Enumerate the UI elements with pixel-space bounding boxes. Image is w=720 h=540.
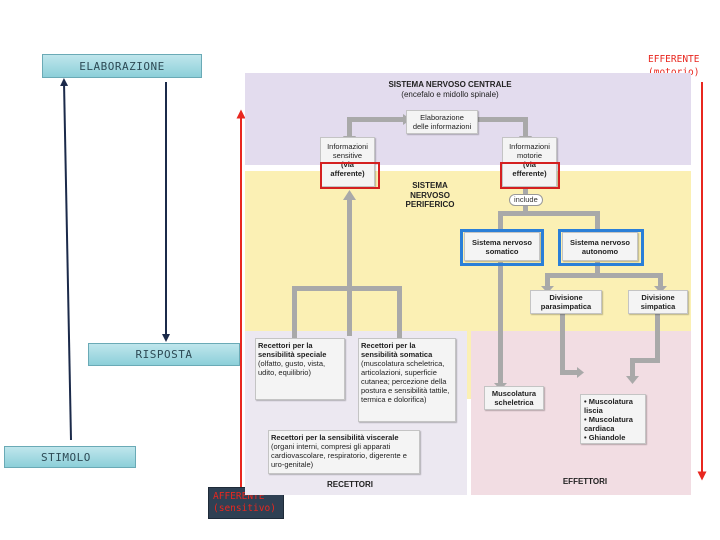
autonomo-line1: Sistema nervoso	[569, 238, 631, 247]
effettori-item: • Muscolatura cardiaca	[584, 415, 633, 433]
via-afferente-line1: (via	[341, 160, 354, 169]
pipe	[523, 117, 528, 137]
simpatica-node: Divisione simpatica	[628, 290, 688, 314]
pipe	[595, 211, 600, 231]
somatico-node: Sistema nervoso somatico	[464, 232, 540, 261]
efferente-line1: EFFERENTE	[648, 54, 700, 65]
via-afferente-line2: afferente)	[330, 169, 365, 178]
recettori-somatica-body: (muscolatura scheletrica, articolazioni,…	[361, 359, 450, 404]
pipe	[560, 370, 578, 375]
recettori-speciale-title-1: Recettori per la	[258, 341, 313, 350]
parasimpatica-node: Divisione parasimpatica	[530, 290, 602, 314]
pipe	[630, 358, 660, 363]
autonomo-highlight	[558, 229, 644, 266]
effettori-item: • Muscolatura liscia	[584, 397, 633, 415]
recettori-speciale-body: (olfatto, gusto, vista, udito, equilibri…	[258, 359, 326, 377]
via-efferente-line2: efferente)	[512, 169, 547, 178]
afferente-line1: AFFERENTE	[213, 491, 265, 502]
arrowhead-to-simpatica	[654, 286, 667, 293]
risposta-text: RISPOSTA	[135, 348, 193, 361]
snc-title: SISTEMA NERVOSO CENTRALE (encefalo e mid…	[360, 80, 540, 99]
pipe	[498, 262, 503, 384]
pipe	[397, 286, 402, 338]
somatico-line1: Sistema nervoso	[471, 238, 533, 247]
snp-line1: SISTEMA	[412, 181, 448, 190]
arrowhead-to-effettori-list-1	[577, 367, 584, 378]
info-sensitive-line1: Informazioni	[327, 142, 368, 151]
recettori-viscerale-node: Recettori per la sensibilità viscerale (…	[268, 430, 420, 474]
pipe	[478, 117, 528, 122]
autonomo-node: Sistema nervoso autonomo	[562, 232, 638, 261]
pipe	[595, 262, 600, 276]
snp-title: SISTEMA NERVOSO PERIFERICO	[395, 181, 465, 210]
pipe	[292, 286, 402, 291]
via-efferente-line1: (via	[523, 160, 536, 169]
pipe	[545, 273, 550, 287]
risposta-label: RISPOSTA	[88, 343, 240, 366]
snc-title-text: SISTEMA NERVOSO CENTRALE	[388, 80, 512, 89]
muscolatura-scheletrica-line2: scheletrica	[494, 398, 534, 407]
elaborazione-node-line2: delle informazioni	[412, 122, 472, 131]
parasimpatica-line2: parasimpatica	[540, 302, 592, 311]
pipe	[560, 314, 565, 374]
include-pill: include	[509, 194, 543, 206]
via-efferente-highlight	[500, 162, 560, 189]
pipe	[347, 194, 352, 336]
effettori-list-node: • Muscolatura liscia • Muscolatura cardi…	[580, 394, 646, 444]
recettori-label: RECETTORI	[310, 480, 390, 490]
stimolo-label: STIMOLO	[4, 446, 136, 468]
recettori-speciale-title-2: sensibilità speciale	[258, 350, 327, 359]
pipe	[545, 273, 663, 278]
efferente-line2: (motorio)	[648, 66, 699, 79]
recettori-somatica-title-1: Recettori per la	[361, 341, 416, 350]
effettori-label: EFFETTORI	[545, 477, 625, 487]
info-sensitive-line2: sensitive	[332, 151, 363, 160]
simpatica-line1: Divisione	[641, 293, 675, 302]
simpatica-line2: simpatica	[640, 302, 676, 311]
recettori-somatica-node: Recettori per la sensibilità somatica (m…	[358, 338, 456, 422]
pipe	[347, 117, 405, 122]
recettori-label-text: RECETTORI	[326, 480, 374, 489]
snc-subtitle-text: (encefalo e midollo spinale)	[401, 89, 499, 99]
pipe	[630, 358, 635, 378]
arrowhead-to-effettori-list-2	[626, 376, 639, 384]
somatico-line2: somatico	[485, 247, 519, 256]
somatico-highlight	[460, 229, 544, 266]
pipe	[658, 273, 663, 287]
parasimpatica-line1: Divisione	[549, 293, 583, 302]
muscolatura-scheletrica-node: Muscolatura scheletrica	[484, 386, 544, 410]
via-afferente-highlight	[320, 162, 380, 189]
snp-line3: PERIFERICO	[405, 200, 455, 209]
effettori-item: • Ghiandole	[584, 433, 626, 442]
pipe	[498, 211, 503, 231]
arrowhead-up-to-via-afferente	[343, 190, 356, 200]
snp-line2: NERVOSO	[410, 190, 450, 200]
pipe	[292, 286, 297, 338]
stimolo-text: STIMOLO	[41, 450, 91, 464]
muscolatura-scheletrica-line1: Muscolatura	[491, 389, 537, 398]
stimolo-to-elaborazione-arrow	[60, 78, 72, 441]
recettori-somatica-title-2: sensibilità somatica	[361, 350, 433, 359]
arrowhead-to-parasimpatica	[541, 286, 554, 293]
include-text: include	[514, 195, 538, 204]
elaborazione-node: Elaborazione delle informazioni	[406, 110, 478, 134]
info-motorie-line1: Informazioni	[509, 142, 550, 151]
effettori-label-text: EFFETTORI	[562, 477, 608, 486]
pipe	[498, 211, 600, 216]
recettori-viscerale-body: (organi interni, compresi gli apparati c…	[271, 442, 407, 469]
info-motorie-line2: motorie	[516, 151, 542, 160]
recettori-speciale-node: Recettori per la sensibilità speciale (o…	[255, 338, 345, 400]
elaborazione-node-line1: Elaborazione	[420, 113, 464, 122]
pipe	[655, 314, 660, 362]
efferente-label: EFFERENTE (motorio)	[648, 53, 699, 79]
elaborazione-label: ELABORAZIONE	[42, 54, 202, 78]
elaborazione-text: ELABORAZIONE	[79, 59, 165, 73]
afferente-line2: (sensitivo)	[213, 503, 276, 514]
autonomo-line2: autonomo	[581, 247, 619, 256]
recettori-viscerale-title: Recettori per la sensibilità viscerale	[271, 433, 399, 442]
pipe	[347, 117, 352, 137]
